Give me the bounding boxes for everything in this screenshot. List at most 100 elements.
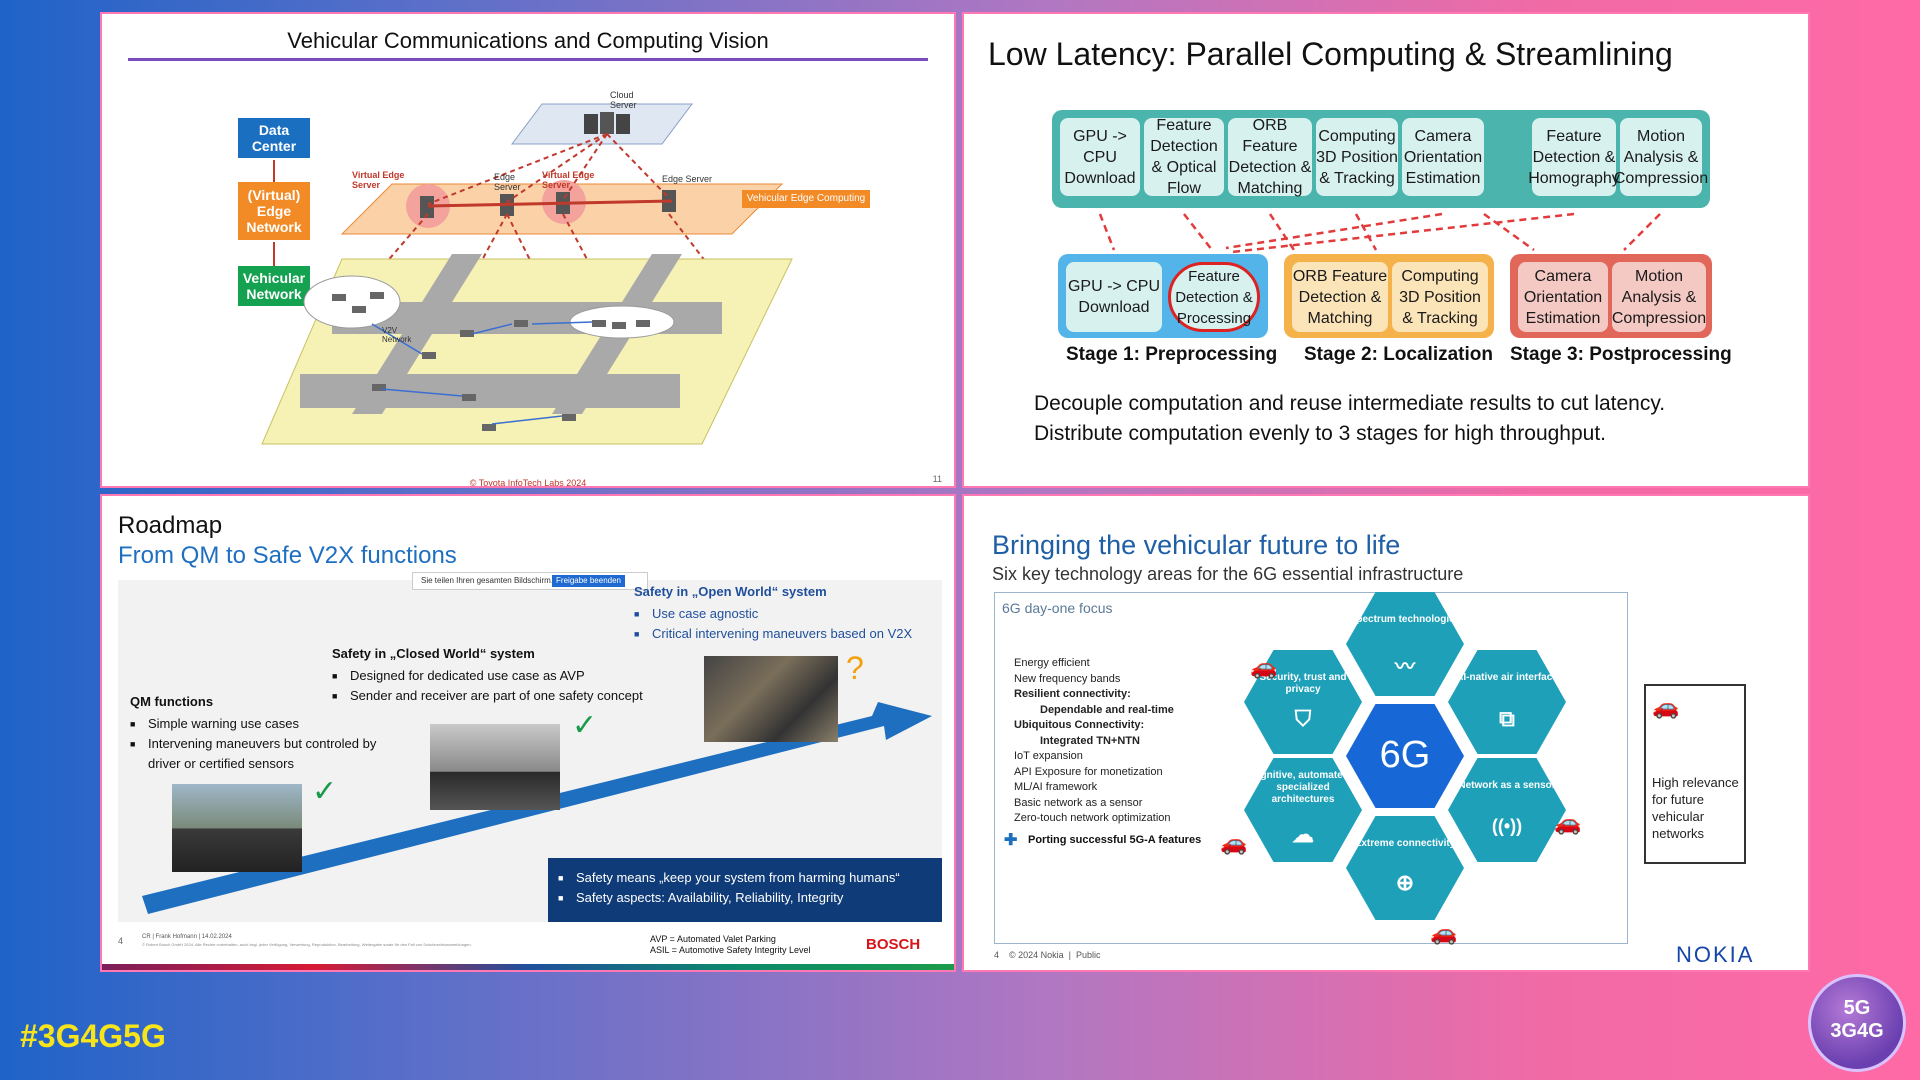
logo-5g: 5G — [1843, 997, 1871, 1019]
v2v-cloud — [303, 275, 401, 329]
car-icon: 🚗 — [1220, 830, 1248, 855]
parking-photo — [430, 724, 560, 810]
share-text: Sie teilen Ihren gesamten Bildschirm. — [421, 576, 554, 585]
closed-world-item: Designed for dedicated use case as AVP — [332, 666, 672, 686]
legend-car-icon: 🚗 — [1652, 694, 1680, 719]
focus-list: Energy efficient New frequency bands Res… — [1014, 656, 1214, 827]
focus-label: 6G day-one focus — [1002, 600, 1113, 616]
stage2-label: Stage 2: Localization — [1304, 344, 1493, 365]
slide-subtitle: Six key technology areas for the 6G esse… — [992, 564, 1464, 584]
edge-link — [427, 199, 673, 208]
stop-sharing-button[interactable]: Freigabe beenden — [552, 575, 625, 587]
checkmark-icon: ✓ — [572, 709, 598, 742]
desc-line-1: Decouple computation and reuse intermedi… — [1034, 392, 1666, 415]
slide-title: Low Latency: Parallel Computing & Stream… — [988, 36, 1673, 72]
qm-item: Simple warning use cases — [130, 714, 380, 734]
legend-text: High relevance for future vehicular netw… — [1652, 775, 1739, 841]
v2v-links — [371, 321, 593, 425]
closed-world-item: Sender and receiver are part of one safe… — [332, 686, 672, 706]
edge-network-box: (Virtual) Edge Network — [238, 182, 310, 240]
top-cell: Feature Detection & Homography — [1528, 118, 1620, 196]
stage3-label: Stage 3: Postprocessing — [1510, 344, 1732, 365]
question-mark: ? — [846, 650, 864, 686]
logo-3g4g: 3G4G — [1830, 1020, 1884, 1042]
focus-panel — [994, 592, 1628, 944]
copyright: © Toyota InfoTech Labs 2024 — [469, 478, 587, 488]
road — [300, 374, 680, 408]
bosch-logo: BOSCH — [866, 936, 921, 953]
focus-item: Resilient connectivity: — [1014, 688, 1131, 700]
top-cell: Computing 3D Position & Tracking — [1316, 118, 1398, 196]
top-cell: Feature Detection & Optical Flow — [1144, 117, 1224, 197]
abbr-asil: ASIL = Automotive Safety Integrity Level — [650, 945, 811, 955]
focus-item: Energy efficient — [1014, 657, 1090, 669]
virtual-edge-label: Virtual Edge Server — [542, 170, 595, 190]
network-diagram — [261, 103, 793, 445]
focus-item: Integrated TN+NTN — [1040, 734, 1140, 747]
cloud-server-icon — [584, 112, 630, 134]
footer-page: 4 — [118, 936, 124, 946]
focus-item: Zero-touch network optimization — [1014, 812, 1171, 824]
pane-roadmap: Roadmap From QM to Safe V2X functions Si… — [100, 494, 956, 972]
focus-item: Dependable and real-time — [1040, 703, 1174, 716]
edge-server-label: Edge Server — [494, 172, 521, 192]
slide-title: Bringing the vehicular future to life — [992, 530, 1401, 560]
vehicular-network-box: Vehicular Network — [238, 266, 310, 306]
top-cell: Camera Orientation Estimation — [1402, 118, 1484, 196]
open-world-item: Use case agnostic — [634, 604, 954, 624]
qm-heading: QM functions — [130, 694, 214, 709]
nokia-logo: NOKIA — [1676, 942, 1755, 967]
pane-low-latency: Low Latency: Parallel Computing & Stream… — [962, 12, 1810, 488]
channel-logo: 5G 3G4G — [1808, 974, 1906, 1072]
data-center-box: Data Center — [238, 118, 310, 158]
dashboard-photo — [172, 784, 302, 872]
desc-line-2: Distribute computation evenly to 3 stage… — [1034, 422, 1607, 445]
bosch-color-bar — [102, 964, 954, 970]
car-icon: 🚗 — [1430, 920, 1458, 945]
stage2-cell: Computing 3D Position & Tracking — [1392, 262, 1488, 332]
car-icon: 🚗 — [1250, 654, 1278, 679]
virtual-edge-label: Virtual Edge Server — [352, 170, 405, 190]
stage3-cell: Camera Orientation Estimation — [1518, 262, 1608, 332]
stage1-cell: GPU -> CPU Download — [1066, 262, 1162, 332]
focus-item: ML/AI framework — [1014, 781, 1098, 793]
safety-box: Safety means „keep your system from harm… — [548, 858, 942, 922]
footer: 4 © 2024 Nokia | Public — [994, 950, 1101, 960]
intersection-photo — [704, 656, 838, 742]
closed-world-heading: Safety in „Closed World“ system — [332, 646, 535, 661]
stack-arrow — [273, 160, 275, 184]
porting-text: Porting successful 5G-A features — [1028, 834, 1202, 846]
pipeline-arrows — [1098, 212, 1661, 254]
footer-legal: © Robert Bosch GmbH 2024. Alle Rechte vo… — [142, 942, 472, 947]
focus-item: Ubiquitous Connectivity: — [1014, 719, 1145, 731]
checkmark-icon: ✓ — [312, 775, 338, 808]
open-world-item: Critical intervening maneuvers based on … — [634, 624, 954, 644]
legend-box: 🚗 High relevance for future vehicular ne… — [1644, 684, 1746, 864]
screen-share-bar: Sie teilen Ihren gesamten Bildschirm. Fr… — [412, 572, 648, 590]
car-icons — [332, 292, 650, 431]
abbr-avp: AVP = Automated Valet Parking — [650, 934, 776, 944]
stack-arrow — [273, 242, 275, 266]
cloud-server-label: Cloud Server — [610, 90, 637, 110]
top-cell: ORB Feature Detection & Matching — [1228, 117, 1312, 197]
footer-author: CR | Frank Hofmann | 14.02.2024 — [142, 934, 232, 940]
top-cell: Motion Analysis & Compression — [1614, 118, 1708, 196]
car-icon: 🚗 — [1554, 810, 1582, 835]
slide-title: Vehicular Communications and Computing V… — [287, 28, 769, 53]
edge-server-label: Edge Server — [662, 174, 713, 184]
title-rule — [128, 58, 928, 61]
pane-vehicular-vision: Vehicular Communications and Computing V… — [100, 12, 956, 488]
open-world-heading: Safety in „Open World“ system — [634, 584, 827, 599]
focus-item: IoT expansion — [1014, 750, 1083, 762]
slide-subtitle: From QM to Safe V2X functions — [118, 542, 457, 569]
slide-title: Roadmap — [118, 512, 223, 539]
focus-item: New frequency bands — [1014, 672, 1121, 685]
stage3-cell: Motion Analysis & Compression — [1612, 262, 1706, 332]
server-icon — [420, 196, 434, 218]
vec-label: Vehicular Edge Computing — [742, 190, 870, 208]
page-number: 11 — [932, 474, 942, 484]
safety-item: Safety aspects: Availability, Reliabilit… — [558, 888, 938, 908]
top-cell: GPU -> CPU Download — [1060, 118, 1140, 196]
stage1-cell-highlighted: Feature Detection & Processing — [1168, 262, 1260, 332]
v2v-label: V2V Network — [382, 326, 412, 344]
